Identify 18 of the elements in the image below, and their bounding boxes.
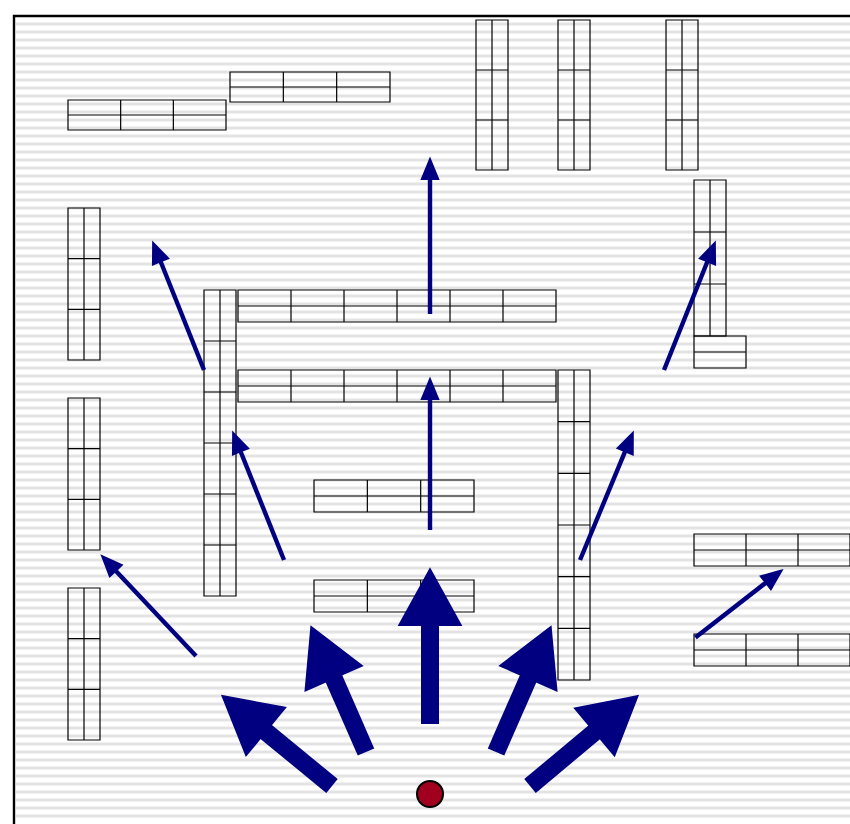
- shelf-unit: [693, 633, 850, 667]
- shelf-unit: [229, 71, 391, 103]
- shelf-unit: [557, 369, 591, 681]
- shelf-unit: [665, 19, 699, 171]
- shelf-unit: [475, 19, 509, 171]
- shelf-unit: [313, 479, 475, 513]
- shelf-unit: [693, 533, 850, 567]
- shelf-unit: [693, 335, 747, 369]
- start-dot: [416, 780, 444, 808]
- shelf-unit: [67, 397, 101, 551]
- shelf-unit: [237, 289, 557, 323]
- shelf-unit: [693, 179, 727, 337]
- shelf-unit: [67, 99, 227, 131]
- shelf-unit: [67, 587, 101, 741]
- shelf-unit: [237, 369, 557, 403]
- shelf-unit: [557, 19, 591, 171]
- shelf-unit: [203, 289, 237, 597]
- shelf-unit: [67, 207, 101, 361]
